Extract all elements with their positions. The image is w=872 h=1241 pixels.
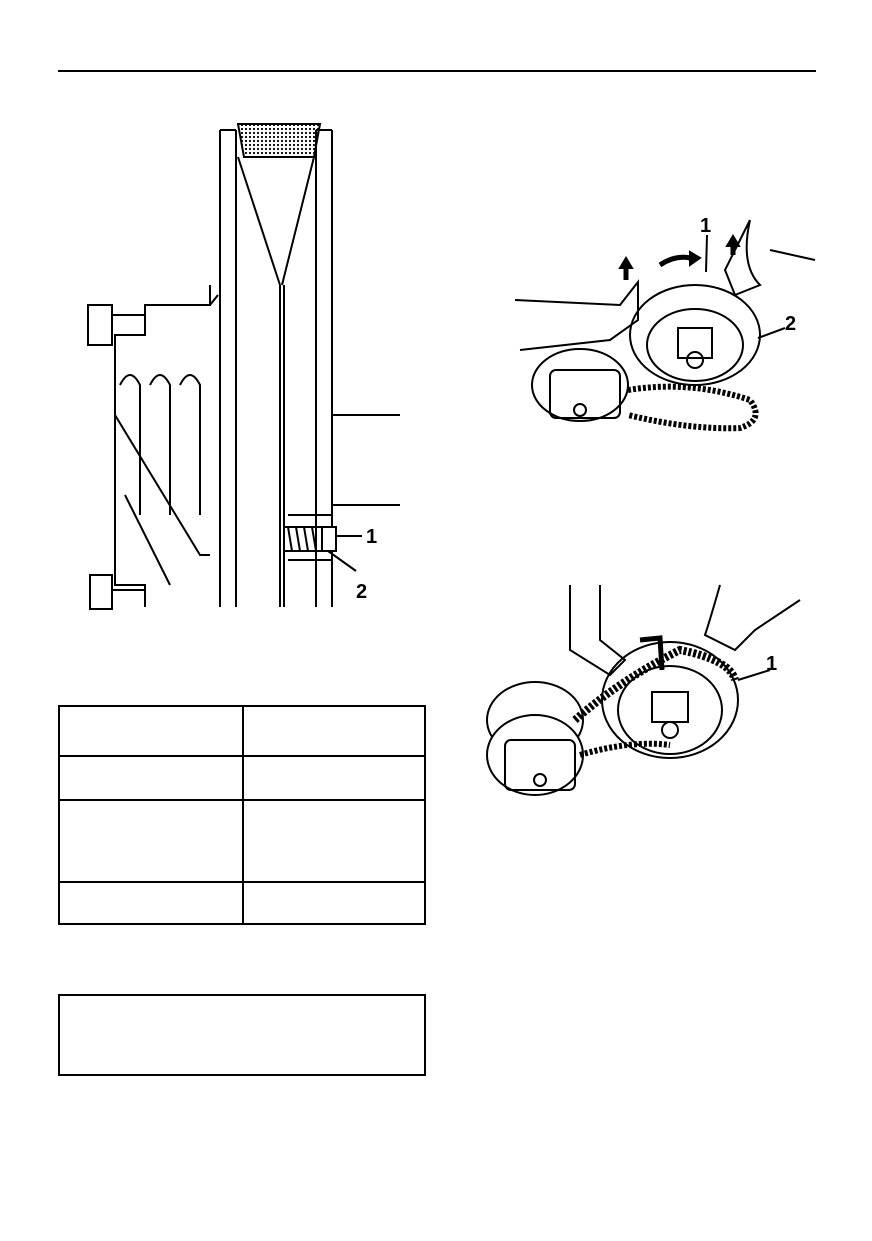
header-rule [58,70,816,72]
spec-table [58,705,426,925]
table-row [58,799,426,883]
note-box [58,994,426,1076]
table-cell [242,705,426,757]
belt-install-figure: 1 [486,584,801,796]
table-cell [58,755,244,801]
table-cell [58,799,244,883]
table-row [58,881,426,925]
table-row [58,755,426,801]
table-row [58,705,426,757]
table-cell [242,881,426,925]
sheave-cross-section-figure: 1 2 [87,123,400,610]
callout-1: 1 [366,526,377,548]
belt-removal-figure: 1 2 [514,215,816,432]
callout-2: 2 [356,581,367,603]
callout-2: 2 [785,313,796,335]
table-cell [242,755,426,801]
table-cell [242,799,426,883]
callout-1: 1 [700,215,711,237]
table-cell [58,881,244,925]
callout-1: 1 [766,653,777,675]
table-cell [58,705,244,757]
